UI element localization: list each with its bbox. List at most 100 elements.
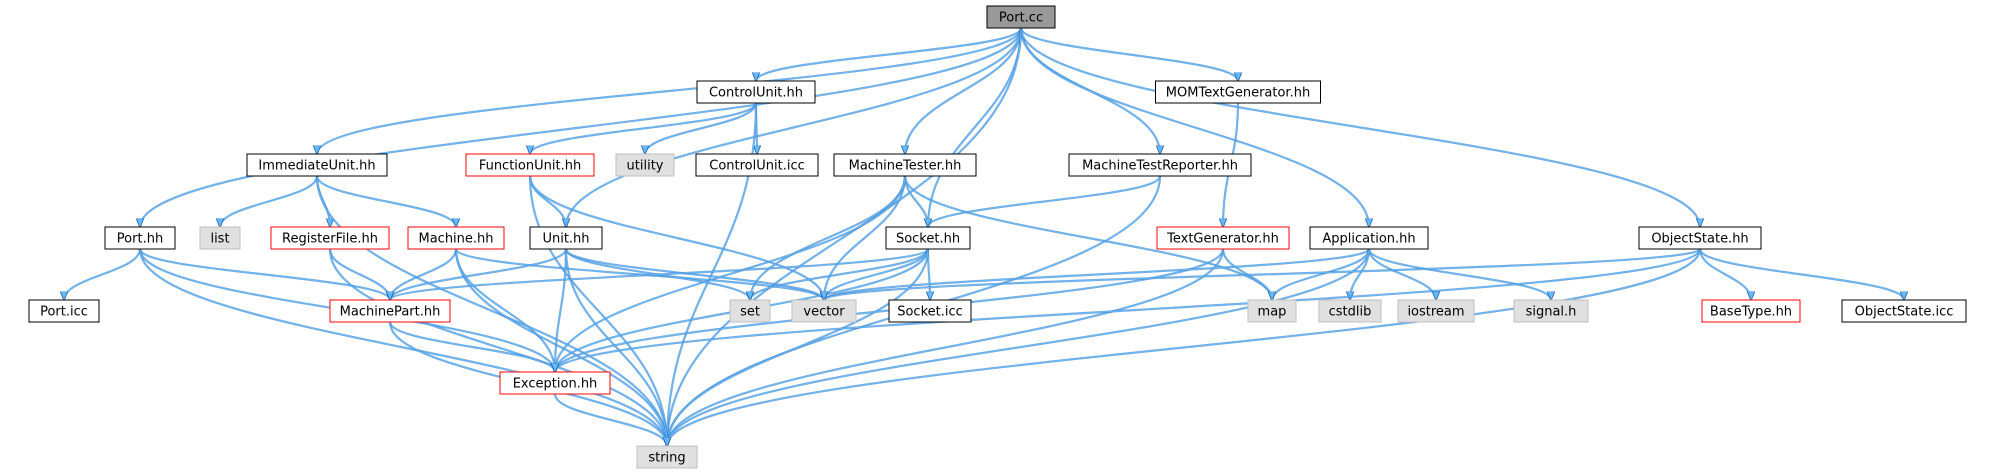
node-socket_icc[interactable]: Socket.icc	[888, 299, 972, 323]
node-label-port_icc: Port.icc	[40, 305, 88, 320]
node-label-port_hh: Port.hh	[117, 232, 163, 247]
edge-machinepart_hh-to-exception_hh	[389, 321, 555, 372]
node-registerfile_hh[interactable]: RegisterFile.hh	[270, 226, 390, 250]
edge-port_cc-to-string	[667, 27, 1022, 446]
node-signal_h: signal.h	[1513, 299, 1589, 323]
node-port_icc[interactable]: Port.icc	[28, 299, 100, 323]
node-box-textgenerator_hh	[1156, 226, 1290, 250]
node-box-string	[636, 445, 698, 469]
node-vector: vector	[791, 299, 857, 323]
node-port_cc[interactable]: Port.cc	[986, 5, 1056, 29]
edge-port_hh-to-machinepart_hh	[139, 248, 390, 300]
edge-port_cc-to-momtextgenerator_hh	[1020, 27, 1238, 81]
node-controlunit_icc[interactable]: ControlUnit.icc	[695, 153, 819, 177]
node-machinetester_hh[interactable]: MachineTester.hh	[833, 153, 977, 177]
node-machinepart_hh[interactable]: MachinePart.hh	[329, 299, 451, 323]
edge-objectstate_hh-to-vector	[824, 248, 1701, 300]
edge-textgenerator_hh-to-string	[667, 248, 1224, 446]
edge-port_hh-to-port_icc	[64, 248, 141, 300]
edge-functionunit_hh-to-string	[529, 175, 667, 446]
node-label-exception_hh: Exception.hh	[513, 377, 598, 392]
node-box-cstdlib	[1318, 299, 1382, 323]
node-momtextgenerator_hh[interactable]: MOMTextGenerator.hh	[1155, 80, 1321, 104]
node-box-machinetestreporter_hh	[1068, 153, 1252, 177]
node-label-controlunit_hh: ControlUnit.hh	[709, 86, 803, 101]
node-label-iostream: iostream	[1407, 305, 1464, 320]
node-cstdlib: cstdlib	[1318, 299, 1382, 323]
node-textgenerator_hh[interactable]: TextGenerator.hh	[1156, 226, 1290, 250]
node-box-controlunit_hh	[696, 80, 816, 104]
node-objectstate_hh[interactable]: ObjectState.hh	[1638, 226, 1762, 250]
node-box-immediateunit_hh	[246, 153, 388, 177]
node-box-port_hh	[104, 226, 176, 250]
edge-objectstate_hh-to-exception_hh	[555, 248, 1701, 372]
node-label-controlunit_icc: ControlUnit.icc	[709, 159, 805, 174]
node-box-registerfile_hh	[270, 226, 390, 250]
node-box-machinepart_hh	[329, 299, 451, 323]
node-label-machine_hh: Machine.hh	[418, 232, 493, 247]
node-label-immediateunit_hh: ImmediateUnit.hh	[258, 159, 375, 174]
node-box-port_cc	[986, 5, 1056, 29]
edge-port_cc-to-machinetester_hh	[905, 27, 1022, 154]
node-unit_hh[interactable]: Unit.hh	[529, 226, 603, 250]
node-label-objectstate_icc: ObjectState.icc	[1855, 305, 1954, 320]
node-box-utility	[615, 153, 675, 177]
edge-port_cc-to-application_hh	[1020, 27, 1369, 227]
node-box-unit_hh	[529, 226, 603, 250]
node-label-vector: vector	[803, 305, 845, 320]
node-label-socket_hh: Socket.hh	[896, 232, 960, 247]
node-iostream: iostream	[1397, 299, 1475, 323]
node-string: string	[636, 445, 698, 469]
node-exception_hh[interactable]: Exception.hh	[499, 371, 611, 395]
node-label-machinepart_hh: MachinePart.hh	[340, 305, 441, 320]
node-box-machinetester_hh	[833, 153, 977, 177]
edge-port_hh-to-string	[139, 248, 667, 446]
node-label-utility: utility	[627, 159, 664, 174]
edge-application_hh-to-string	[667, 248, 1370, 446]
node-label-momtextgenerator_hh: MOMTextGenerator.hh	[1166, 86, 1310, 101]
edge-registerfile_hh-to-string	[329, 248, 667, 446]
edge-unit_hh-to-machinepart_hh	[390, 248, 567, 300]
node-machinetestreporter_hh[interactable]: MachineTestReporter.hh	[1068, 153, 1252, 177]
node-label-list: list	[210, 232, 229, 247]
node-label-set: set	[740, 305, 760, 320]
node-immediateunit_hh[interactable]: ImmediateUnit.hh	[246, 153, 388, 177]
edge-objectstate_hh-to-basetype_hh	[1699, 248, 1751, 300]
edge-machine_hh-to-string	[455, 248, 667, 446]
node-machine_hh[interactable]: Machine.hh	[407, 226, 505, 250]
node-box-set	[729, 299, 771, 323]
edge-machinetester_hh-to-vector	[824, 175, 906, 300]
edge-machinetestreporter_hh-to-socket_hh	[928, 175, 1161, 227]
node-controlunit_hh[interactable]: ControlUnit.hh	[696, 80, 816, 104]
node-label-basetype_hh: BaseType.hh	[1710, 305, 1792, 320]
node-box-list	[199, 226, 241, 250]
node-utility: utility	[615, 153, 675, 177]
edge-unit_hh-to-vector	[565, 248, 824, 300]
edge-application_hh-to-vector	[824, 248, 1370, 300]
node-socket_hh[interactable]: Socket.hh	[885, 226, 971, 250]
node-box-exception_hh	[499, 371, 611, 395]
edges-layer	[64, 27, 1904, 446]
node-basetype_hh[interactable]: BaseType.hh	[1701, 299, 1801, 323]
edge-application_hh-to-iostream	[1368, 248, 1436, 300]
node-label-signal_h: signal.h	[1526, 305, 1577, 320]
edge-port_cc-to-unit_hh	[566, 27, 1022, 227]
node-objectstate_icc[interactable]: ObjectState.icc	[1841, 299, 1967, 323]
edge-machinetester_hh-to-map	[904, 175, 1272, 300]
node-label-cstdlib: cstdlib	[1329, 305, 1372, 320]
edge-machinetester_hh-to-exception_hh	[555, 175, 906, 372]
node-label-socket_icc: Socket.icc	[897, 305, 963, 320]
node-application_hh[interactable]: Application.hh	[1309, 226, 1429, 250]
node-label-registerfile_hh: RegisterFile.hh	[282, 232, 378, 247]
node-box-basetype_hh	[1701, 299, 1801, 323]
edge-socket_hh-to-string	[667, 248, 929, 446]
node-functionunit_hh[interactable]: FunctionUnit.hh	[465, 153, 595, 177]
edge-immediateunit_hh-to-machine_hh	[316, 175, 456, 227]
node-port_hh[interactable]: Port.hh	[104, 226, 176, 250]
node-label-unit_hh: Unit.hh	[542, 232, 589, 247]
edge-application_hh-to-signal_h	[1368, 248, 1551, 300]
node-box-port_icc	[28, 299, 100, 323]
node-box-signal_h	[1513, 299, 1589, 323]
node-list: list	[199, 226, 241, 250]
